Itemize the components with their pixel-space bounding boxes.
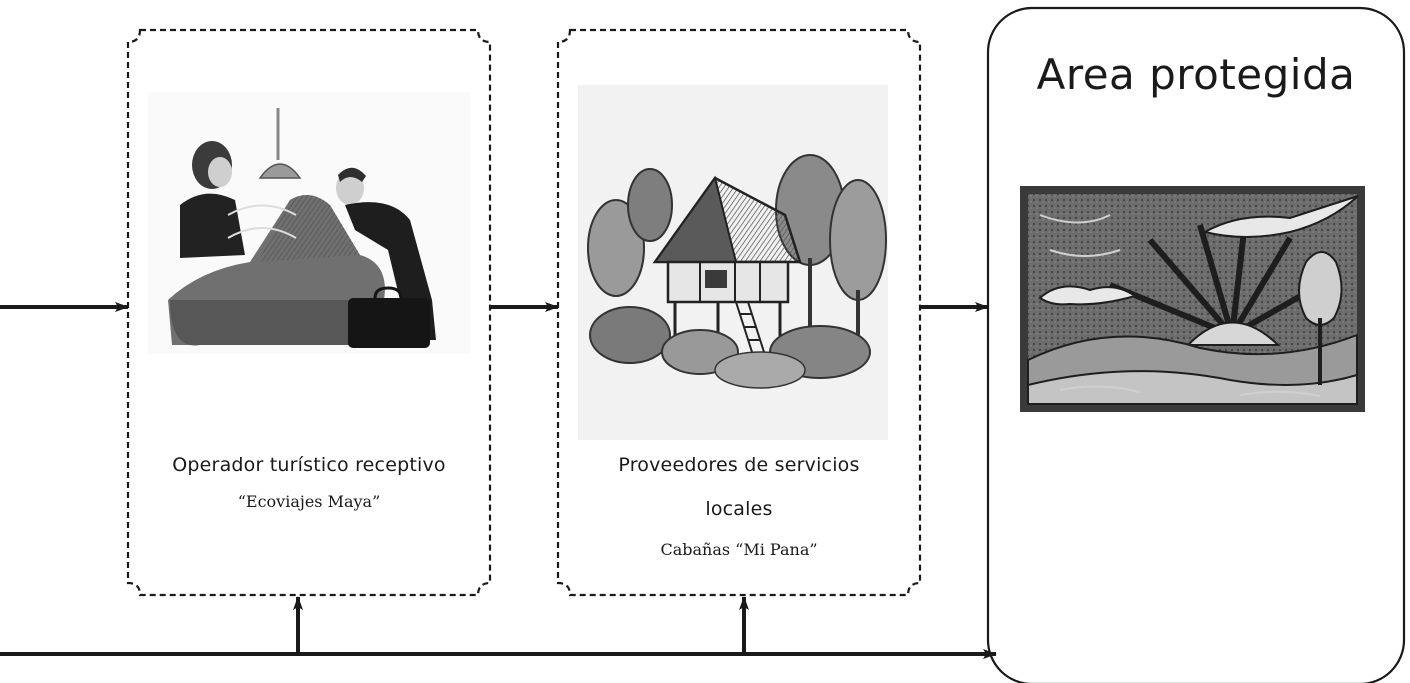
operator-title: Operador turístico receptivo — [172, 454, 446, 476]
operator-illustration — [148, 92, 470, 354]
protected-area-title: Area protegida — [1036, 50, 1356, 99]
provider-illustration — [578, 85, 888, 440]
provider-title-line2: locales — [705, 498, 773, 520]
protected-area-illustration — [1020, 186, 1365, 412]
provider-name: Cabañas “Mi Pana” — [660, 540, 818, 559]
protected-area-box — [986, 6, 1406, 683]
provider-title-line1: Proveedores de servicios — [618, 454, 860, 476]
operator-name: “Ecoviajes Maya” — [237, 492, 381, 511]
provider-box — [556, 28, 922, 597]
operator-box — [126, 28, 492, 597]
